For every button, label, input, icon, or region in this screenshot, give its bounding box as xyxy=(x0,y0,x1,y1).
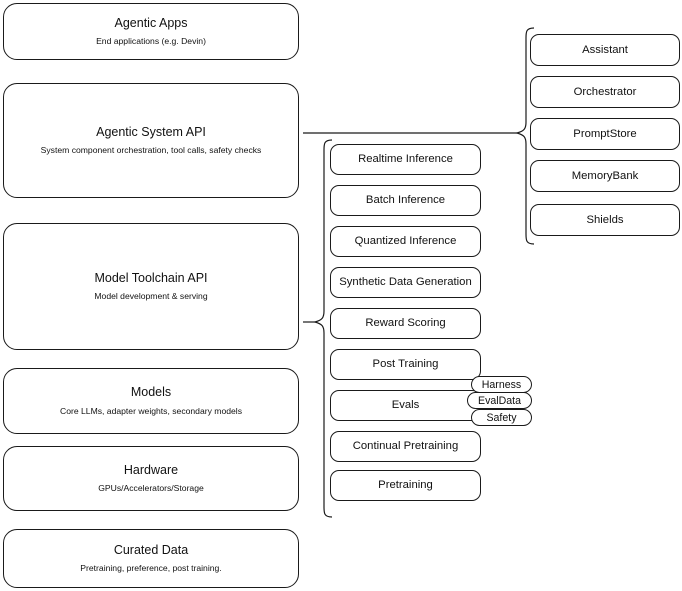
layer-title: Agentic System API xyxy=(96,124,206,139)
layer-model-toolchain-api[interactable]: Model Toolchain API Model development & … xyxy=(3,223,299,350)
eval-badge-evaldata[interactable]: EvalData xyxy=(467,392,532,409)
layer-subtitle: Pretraining, preference, post training. xyxy=(80,563,222,574)
system-item-shields[interactable]: Shields xyxy=(530,204,680,236)
toolchain-item-label: Batch Inference xyxy=(365,194,446,207)
eval-badge-label: EvalData xyxy=(478,394,521,407)
layer-title: Curated Data xyxy=(113,542,189,557)
toolchain-item-label: Reward Scoring xyxy=(365,317,446,330)
toolchain-item-continual-pretraining[interactable]: Continual Pretraining xyxy=(330,431,481,462)
layer-title: Models xyxy=(130,385,172,400)
layer-curated-data[interactable]: Curated Data Pretraining, preference, po… xyxy=(3,529,299,588)
toolchain-item-evals[interactable]: Evals xyxy=(330,390,481,421)
toolchain-item-reward-scoring[interactable]: Reward Scoring xyxy=(330,308,481,339)
eval-badge-label: Harness xyxy=(481,378,522,391)
toolchain-item-synthetic-data-generation[interactable]: Synthetic Data Generation xyxy=(330,267,481,298)
layer-title: Hardware xyxy=(123,462,179,477)
toolchain-item-label: Evals xyxy=(391,399,420,412)
system-item-label: PromptStore xyxy=(573,127,637,140)
eval-badge-label: Safety xyxy=(486,411,517,424)
layer-title: Agentic Apps xyxy=(114,15,188,30)
layer-agentic-system-api[interactable]: Agentic System API System component orch… xyxy=(3,83,299,198)
toolchain-item-label: Post Training xyxy=(372,358,439,371)
layer-subtitle: End applications (e.g. Devin) xyxy=(96,36,206,47)
toolchain-item-pretraining[interactable]: Pretraining xyxy=(330,470,481,501)
toolchain-item-label: Realtime Inference xyxy=(358,153,453,166)
layer-subtitle: Core LLMs, adapter weights, secondary mo… xyxy=(60,405,242,416)
eval-badge-safety[interactable]: Safety xyxy=(471,409,532,426)
system-item-label: Orchestrator xyxy=(573,85,637,98)
system-item-label: MemoryBank xyxy=(571,169,639,182)
system-item-orchestrator[interactable]: Orchestrator xyxy=(530,76,680,108)
layer-subtitle: GPUs/Accelerators/Storage xyxy=(98,483,204,494)
system-item-label: Shields xyxy=(586,213,624,226)
eval-badge-harness[interactable]: Harness xyxy=(471,376,532,393)
layer-agentic-apps[interactable]: Agentic Apps End applications (e.g. Devi… xyxy=(3,3,299,60)
toolchain-item-label: Quantized Inference xyxy=(354,235,457,248)
layer-subtitle: System component orchestration, tool cal… xyxy=(40,145,262,156)
layer-hardware[interactable]: Hardware GPUs/Accelerators/Storage xyxy=(3,446,299,511)
toolchain-item-quantized-inference[interactable]: Quantized Inference xyxy=(330,226,481,257)
system-item-assistant[interactable]: Assistant xyxy=(530,34,680,66)
layer-title: Model Toolchain API xyxy=(94,270,208,285)
toolchain-item-label: Continual Pretraining xyxy=(352,440,459,453)
toolchain-item-label: Pretraining xyxy=(378,479,433,492)
toolchain-item-post-training[interactable]: Post Training xyxy=(330,349,481,380)
toolchain-item-batch-inference[interactable]: Batch Inference xyxy=(330,185,481,216)
toolchain-item-label: Synthetic Data Generation xyxy=(339,276,472,289)
layer-models[interactable]: Models Core LLMs, adapter weights, secon… xyxy=(3,368,299,434)
system-item-label: Assistant xyxy=(582,43,628,56)
system-item-memorybank[interactable]: MemoryBank xyxy=(530,160,680,192)
toolchain-item-realtime-inference[interactable]: Realtime Inference xyxy=(330,144,481,175)
layer-subtitle: Model development & serving xyxy=(94,291,208,302)
system-item-promptstore[interactable]: PromptStore xyxy=(530,118,680,150)
